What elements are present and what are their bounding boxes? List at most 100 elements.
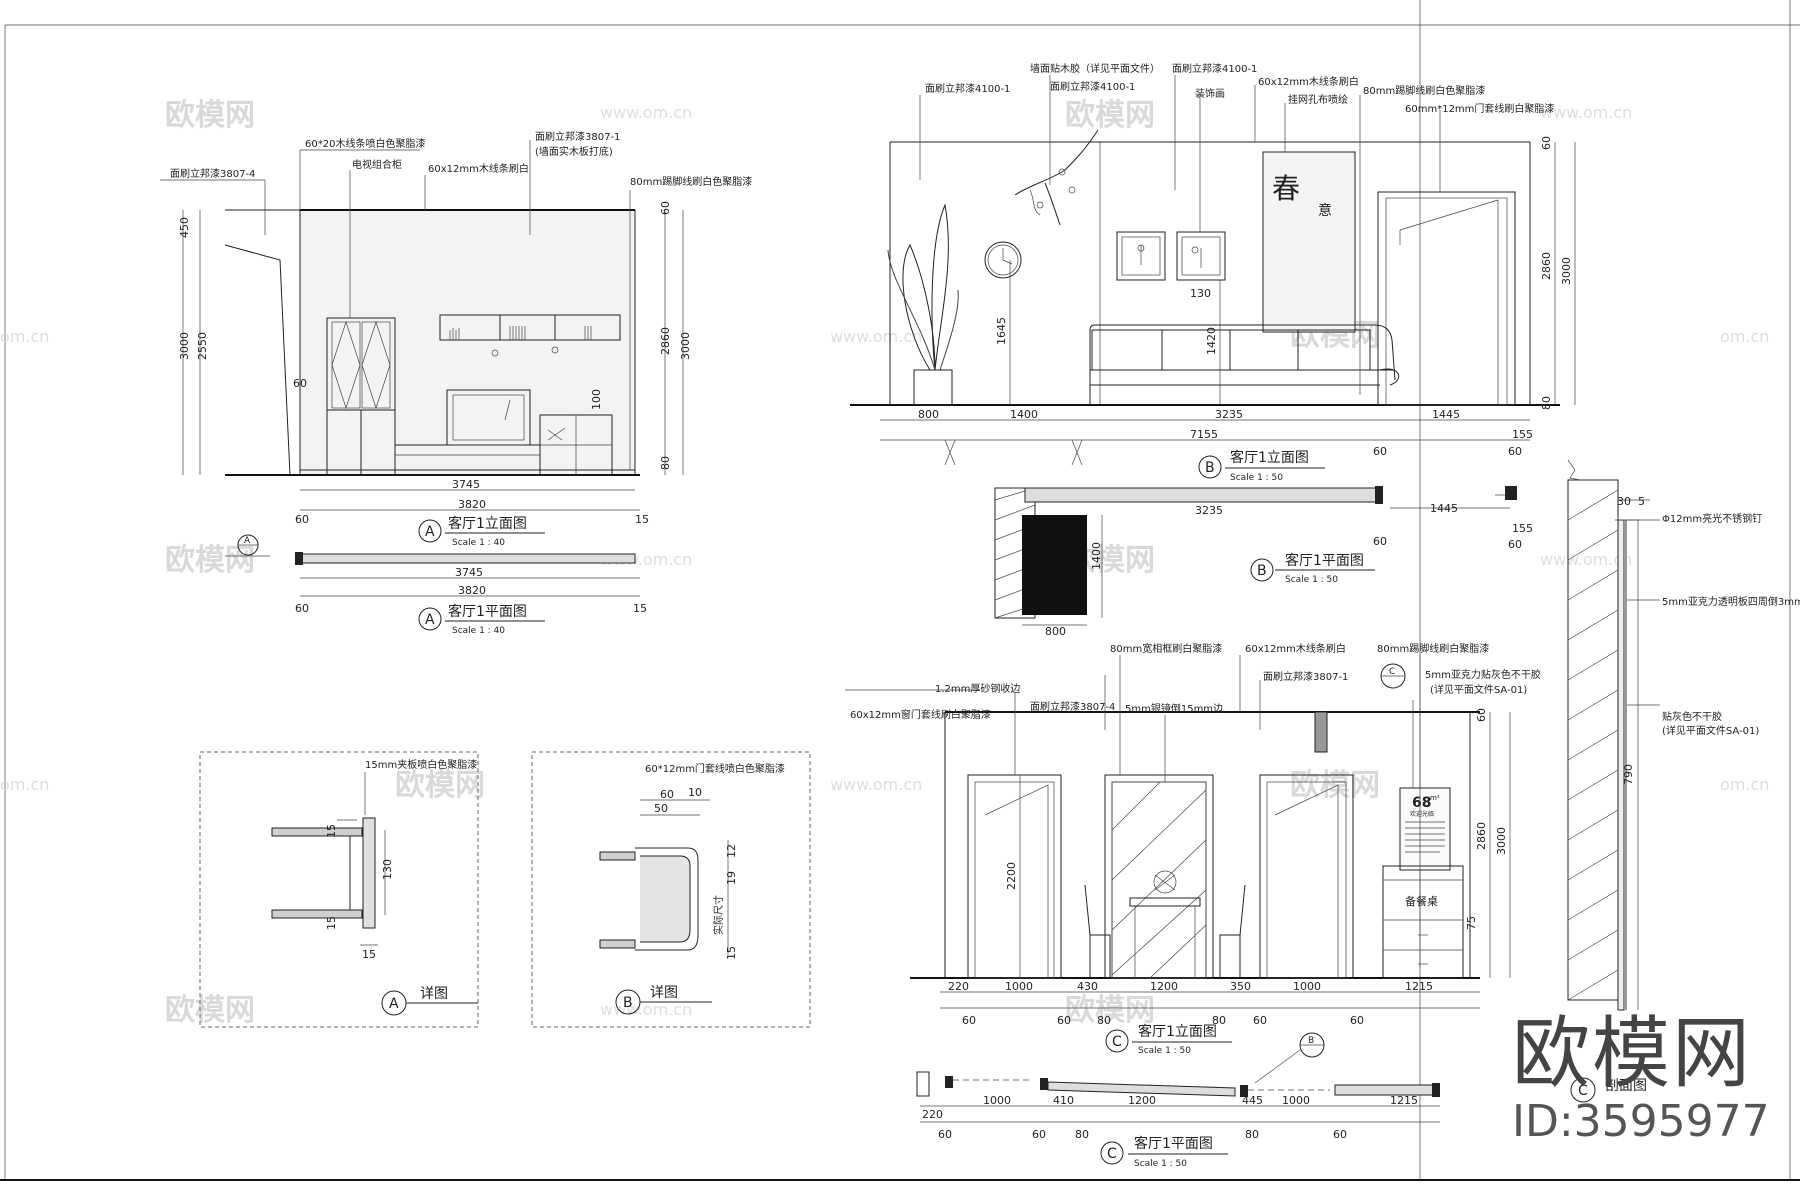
dim: 80 [1540,396,1553,410]
watermark-url: www.om.cn [1540,550,1632,569]
note: 面刷立邦漆4100-1 [925,82,1010,95]
dim: 80 [659,456,672,470]
note: 80mm踢脚线刷白聚脂漆 [1377,642,1489,655]
dim: 1000 [1293,980,1321,993]
note: 面刷立邦漆3807-4 [1030,700,1115,713]
dim: 3745 [452,478,480,491]
view-scale: Scale 1 : 50 [1138,1046,1191,1056]
dim: 3235 [1195,504,1223,517]
section-note: (详见平面文件SA-01) [1662,724,1759,737]
dim: 60 [295,602,309,615]
dim: 1200 [1150,980,1178,993]
dim: 60 [293,377,307,390]
dim: 1445 [1432,408,1460,421]
section-note: 5mm亚克力透明板四周倒3mm边 [1662,595,1800,608]
dim: 3820 [458,584,486,597]
detail-b: 60*12mm门套线喷白色聚脂漆 60 50 10 12 19 实际尺寸 15 … [531,751,811,1028]
view-badge: B [1257,563,1267,579]
note: 5mm银镜倒15mm边 [1125,702,1223,715]
dim: 2860 [1540,252,1553,280]
dim: 1400 [1090,542,1103,570]
section-note: Φ12mm亮光不锈钢钉 [1662,512,1762,525]
watermark-brand: 欧模网 [165,98,255,133]
dim: 15 [325,916,338,930]
plan-b: 3235 1445 1400 800 60 155 60 B 客厅1平面图 Sc… [994,486,1533,638]
note: 面刷立邦漆3807-1 [1263,670,1348,683]
dim: 220 [922,1108,943,1121]
view-badge: A [425,524,435,540]
view-scale: Scale 1 : 40 [452,538,505,548]
dim: 60 [1508,445,1522,458]
dim: 445 [1242,1094,1263,1107]
dim: 80 [1097,1014,1111,1027]
note: 80mm踢脚线刷白色聚脂漆 [630,175,752,188]
dim: 2550 [196,332,209,360]
view-scale: Scale 1 : 50 [1285,575,1338,585]
dim: 15 [635,513,649,526]
dim: 3820 [458,498,486,511]
note: 5mm亚克力贴灰色不干胶 [1425,668,1541,681]
sign-unit: m² [1430,794,1440,802]
dim: 3745 [455,566,483,579]
view-title: 详图 [650,985,678,1001]
watermark-brand: 欧模网 [1065,993,1155,1028]
view-title: 客厅1立面图 [448,515,527,532]
note: 电视组合柜 [352,158,402,171]
dim: 50 [654,802,668,815]
view-badge: B [1205,460,1215,476]
dim: 60 [1373,445,1387,458]
dim: 60 [1373,535,1387,548]
watermark-url: om.cn [0,327,49,346]
dim: 1420 [1205,327,1218,355]
note: 面刷立邦漆3807-4 [170,167,255,180]
sign-subtitle: 欢迎光临 [1410,810,1434,818]
dim: 80 [1212,1014,1226,1027]
dim: 1000 [983,1094,1011,1107]
watermark-url: www.om.cn [830,327,922,346]
dim: 790 [1622,764,1635,785]
note: (详见平面文件SA-01) [1430,683,1527,696]
dim: 60 [1057,1014,1071,1027]
dim: 15 [325,824,338,838]
dim: 60 [1540,136,1553,150]
note: 60x12mm木线条刷白 [1245,642,1346,655]
dim: 3235 [1215,408,1243,421]
detail-note: 15mm夹板喷白色聚脂漆 [365,758,477,771]
dim: 60 [1350,1014,1364,1027]
dim: 1215 [1390,1094,1418,1107]
watermark-url: www.om.cn [600,103,692,122]
detail-a: 15mm夹板喷白色聚脂漆 15 130 15 15 A 详图 [199,751,479,1028]
dim: 155 [1512,522,1533,535]
note: 面刷立邦漆4100-1 [1050,80,1135,93]
dim: 800 [1045,625,1066,638]
dim: 2860 [659,327,672,355]
watermark-brand: 欧模网 [1290,768,1380,803]
sign-number: 68 [1412,795,1431,811]
dim: 5 [1638,495,1645,508]
watermark-url: www.om.cn [600,1000,692,1019]
brand-logo: 欧模网 [1512,1009,1753,1099]
dim: 60 [660,788,674,801]
view-badge: C [1112,1034,1122,1050]
watermark-url: om.cn [1720,775,1769,794]
dim: 60 [1508,538,1522,551]
note: 60mm*12mm门套线刷白聚脂漆 [1405,102,1554,115]
brand-id: ID:3595977 [1512,1096,1770,1147]
watermark-brand: 欧模网 [165,993,255,1028]
section-ref-badge: B [1308,1036,1314,1046]
view-scale: Scale 1 : 40 [452,626,505,636]
note: 墙面贴木胶（详见平面文件） [1030,62,1160,75]
dim: 2200 [1005,862,1018,890]
note: 60x12mm木线条刷白 [428,162,529,175]
dim: 3000 [1560,257,1573,285]
art-text: 春 [1272,172,1300,205]
dim: 3000 [679,332,692,360]
note: 60x12mm窗门套线刷白聚脂漆 [850,708,991,721]
dim: 350 [1230,980,1251,993]
dim: 15 [362,948,376,961]
plan-c: B 220 1000 410 1200 445 1000 1215 60 60 … [916,1032,1440,1169]
dim: 60 [938,1128,952,1141]
dim: 60 [1475,708,1488,722]
dim: 130 [1190,287,1211,300]
